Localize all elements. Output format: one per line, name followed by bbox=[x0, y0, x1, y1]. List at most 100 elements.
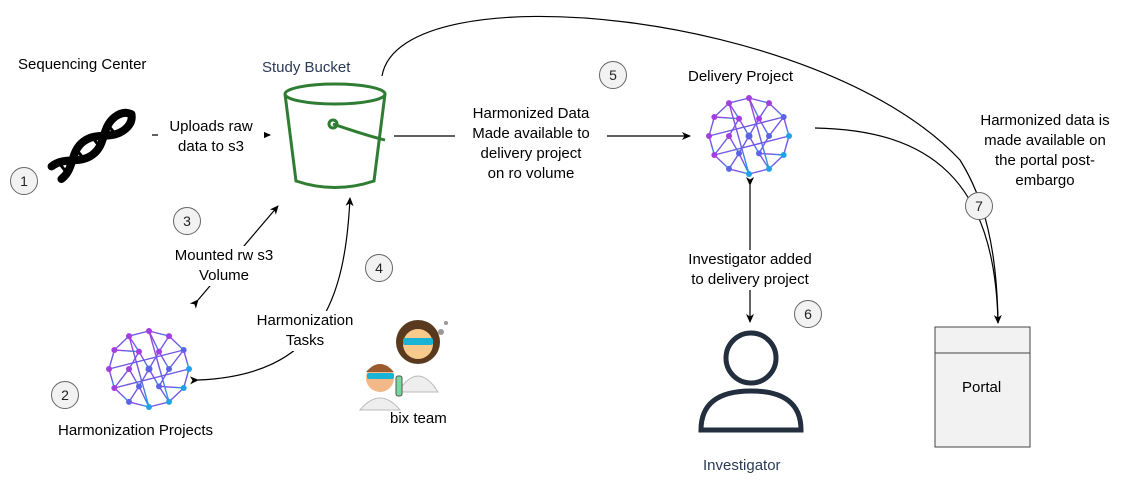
step-badge-4: 4 bbox=[365, 254, 393, 282]
network-edge bbox=[158, 385, 170, 403]
network-edge bbox=[728, 118, 740, 137]
network-node bbox=[111, 385, 118, 391]
step-badge-1: 1 bbox=[10, 167, 38, 195]
network-node bbox=[766, 133, 772, 139]
harmonized-label-line4: on ro volume bbox=[487, 165, 575, 182]
network-node bbox=[166, 398, 172, 405]
investigator-added-label-line2: to delivery project bbox=[691, 271, 809, 288]
network-node bbox=[746, 171, 752, 177]
tasks-label-line1: Harmonization bbox=[256, 312, 354, 329]
harmonization-projects-label: Harmonization Projects bbox=[58, 422, 214, 439]
network-edge bbox=[708, 135, 716, 156]
network-edge bbox=[128, 368, 140, 387]
network-node bbox=[780, 152, 787, 158]
network-node bbox=[106, 366, 112, 372]
network-node bbox=[786, 133, 792, 139]
network-edge bbox=[728, 168, 750, 175]
network-node bbox=[711, 152, 718, 158]
network-edge bbox=[148, 401, 170, 408]
network-edge bbox=[748, 97, 770, 170]
network-node bbox=[766, 165, 772, 172]
network-edge bbox=[128, 335, 140, 353]
portal-note-line1: Harmonized data is bbox=[980, 112, 1110, 129]
network-node bbox=[166, 333, 172, 340]
network-node bbox=[706, 133, 712, 139]
portal-note-line3: the portal post- bbox=[994, 152, 1096, 169]
network-node bbox=[766, 100, 772, 107]
network-edge bbox=[158, 368, 170, 387]
network-edge bbox=[158, 351, 170, 370]
portal-note-line2: made available on bbox=[984, 132, 1106, 149]
network-edge bbox=[758, 118, 770, 137]
network-edge bbox=[713, 102, 730, 118]
network-node bbox=[166, 366, 172, 372]
network-edge bbox=[128, 385, 140, 403]
user-icon bbox=[698, 330, 804, 433]
network-edge bbox=[128, 401, 150, 408]
network-node bbox=[126, 333, 132, 340]
network-edge bbox=[182, 368, 190, 389]
network-edge bbox=[182, 349, 190, 370]
network-node bbox=[726, 165, 732, 172]
network-edge bbox=[748, 168, 770, 175]
edge-delivery-portal bbox=[814, 127, 1002, 324]
network-node bbox=[726, 100, 732, 107]
network-node bbox=[146, 328, 152, 334]
network-icon-delivery bbox=[706, 95, 792, 177]
tasks-label-line2: Tasks bbox=[285, 332, 325, 349]
network-edge bbox=[158, 335, 170, 353]
network-edge bbox=[168, 335, 185, 351]
network-node bbox=[126, 398, 132, 405]
network-edge bbox=[768, 116, 785, 137]
investigator-added-label: Investigator added to delivery project bbox=[675, 250, 825, 290]
network-node bbox=[180, 385, 187, 391]
network-node bbox=[746, 95, 752, 101]
network-node bbox=[745, 132, 753, 140]
mounted-label-line1: Mounted rw s3 bbox=[174, 247, 274, 264]
step-badge-7: 7 bbox=[965, 192, 993, 220]
network-node bbox=[736, 115, 742, 122]
network-edge bbox=[128, 351, 140, 370]
edge-bucket-portal bbox=[381, 15, 999, 324]
network-node bbox=[146, 404, 152, 410]
network-edge bbox=[168, 387, 185, 403]
network-edge bbox=[108, 349, 116, 370]
network-node bbox=[756, 115, 762, 122]
network-edge bbox=[782, 116, 790, 137]
network-node bbox=[186, 366, 192, 372]
bucket-icon bbox=[283, 82, 387, 189]
delivery-project-label: Delivery Project bbox=[688, 68, 794, 85]
network-node bbox=[756, 150, 762, 157]
step-badge-6: 6 bbox=[794, 300, 822, 328]
portal-label: Portal bbox=[962, 379, 1002, 396]
network-edge bbox=[128, 335, 150, 408]
network-edge bbox=[113, 368, 130, 389]
network-node bbox=[145, 365, 153, 373]
network-node bbox=[711, 114, 718, 120]
network-edge bbox=[782, 135, 790, 156]
network-edge bbox=[114, 368, 190, 389]
harmonized-label-line1: Harmonized Data bbox=[472, 105, 590, 122]
network-edge bbox=[758, 102, 770, 120]
network-edge bbox=[113, 387, 130, 403]
network-edge bbox=[114, 349, 140, 353]
network-edge bbox=[713, 154, 730, 170]
network-node bbox=[736, 150, 742, 157]
network-edge bbox=[708, 116, 716, 137]
portal-note-label: Harmonized data is made available on the… bbox=[970, 111, 1120, 191]
network-node bbox=[136, 348, 142, 355]
network-icon-harmonization bbox=[106, 328, 192, 410]
network-node bbox=[156, 348, 162, 355]
network-edge bbox=[108, 349, 184, 370]
network-edge bbox=[758, 152, 770, 170]
network-edge bbox=[148, 330, 170, 403]
tasks-label: Harmonization Tasks bbox=[240, 311, 370, 351]
network-edge bbox=[728, 102, 750, 175]
network-node bbox=[780, 114, 787, 120]
step-badge-3: 3 bbox=[173, 207, 201, 235]
network-edge bbox=[714, 135, 790, 156]
sequencing-center-label: Sequencing Center bbox=[18, 56, 147, 73]
network-edge bbox=[758, 152, 784, 156]
bix-team-label: bix team bbox=[390, 410, 447, 427]
network-edge bbox=[113, 335, 130, 351]
